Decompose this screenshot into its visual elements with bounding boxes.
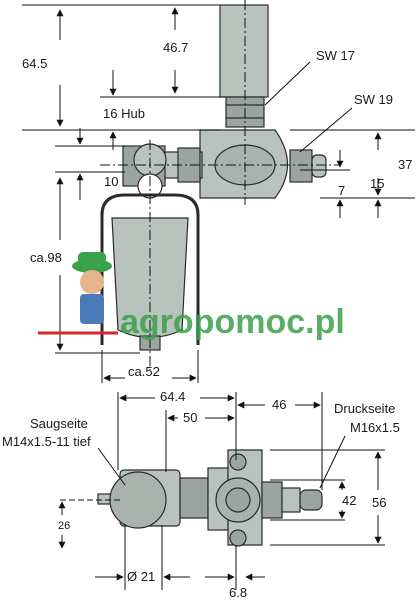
top-view-part <box>100 4 327 351</box>
dim-left-offset: 10 <box>104 174 118 189</box>
dim-right-height: 37 <box>398 157 412 172</box>
bottom-view-part <box>97 449 323 547</box>
dim-left-height: 26 <box>58 520 70 532</box>
mascot-icon <box>72 252 112 324</box>
right-fitting <box>289 149 313 183</box>
dim-right-offset: 6.8 <box>229 585 247 600</box>
label-sw-top: SW 17 <box>316 48 355 63</box>
bottom-view-labels: 64.4 50 46 42 56 26 Ø 21 6.8 Saugseite M… <box>2 389 400 600</box>
dim-width-total: 64.4 <box>160 389 185 404</box>
bottom-view-dimension-lines <box>58 392 385 590</box>
dim-height-total: 64.5 <box>22 56 47 71</box>
label-suction-thread: M14x1.5-11 tief <box>2 434 91 449</box>
dim-hub: 16 Hub <box>103 106 145 121</box>
dim-height-small: 42 <box>342 493 356 508</box>
top-view-labels: 64.5 46.7 16 Hub SW 17 SW 19 37 10 7 15 … <box>22 40 412 379</box>
filter-cylinder <box>219 4 269 98</box>
label-pressure-thread: M16x1.5 <box>350 420 400 435</box>
watermark: agropomoc.pl <box>38 252 345 341</box>
dim-bowl-height: ca.98 <box>30 250 62 265</box>
dim-width-right: 46 <box>272 397 286 412</box>
dim-diameter: Ø 21 <box>127 569 155 584</box>
label-suction-side: Saugseite <box>30 416 88 431</box>
top-view-dimension-lines <box>22 0 415 383</box>
dim-right-offset-large: 15 <box>370 176 384 191</box>
dim-right-offset-small: 7 <box>338 183 345 198</box>
label-sw-right: SW 19 <box>354 92 393 107</box>
dim-height-large: 56 <box>372 495 386 510</box>
dim-bowl-width: ca.52 <box>128 364 160 379</box>
watermark-text: agropomoc.pl <box>120 303 345 341</box>
dim-width-inner: 50 <box>183 410 197 425</box>
dim-height-filter: 46.7 <box>163 40 188 55</box>
label-pressure-side: Druckseite <box>334 401 395 416</box>
